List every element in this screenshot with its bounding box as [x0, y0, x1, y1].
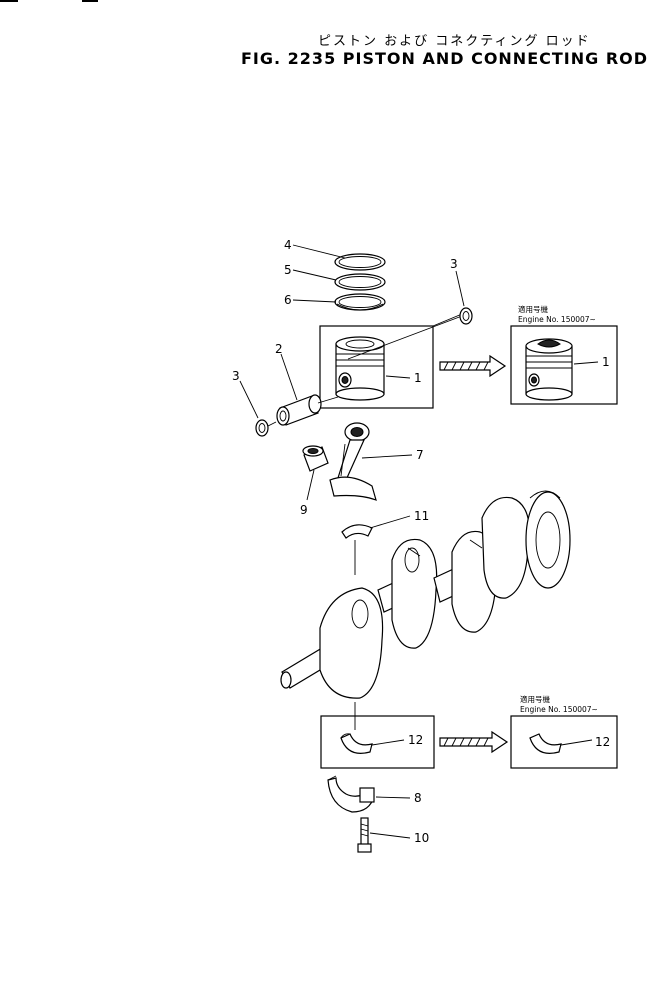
callout-2: 2 — [275, 342, 283, 356]
bearing-box — [320, 715, 435, 769]
callout-5: 5 — [284, 263, 292, 277]
leader-9 — [306, 469, 315, 501]
leader-ring-to-pin — [267, 421, 277, 427]
callout-3-right: 3 — [450, 257, 458, 271]
connecting-rod-bearing-upper[interactable] — [341, 524, 373, 539]
callout-8: 8 — [414, 791, 422, 805]
leader-10 — [369, 832, 411, 839]
callout-9: 9 — [300, 503, 308, 517]
applicable-note-bottom-jp: 適用号機 — [520, 694, 550, 704]
leader-pin-to-piston — [317, 396, 339, 404]
figure-title-japanese: ピストン および コネクティング ロッド — [318, 34, 591, 49]
callout-11: 11 — [414, 509, 429, 523]
snap-ring-3-left[interactable] — [255, 419, 269, 437]
connecting-rod-cap[interactable] — [327, 775, 375, 813]
applicable-note-top-jp: 適用号機 — [518, 304, 548, 314]
parts-diagram: 適用号機 Engine No. 150007~ — [232, 238, 618, 853]
leader-12-new — [560, 739, 593, 746]
applicable-note-bottom-en: Engine No. 150007~ — [520, 705, 598, 714]
leader-1 — [385, 375, 411, 379]
corner-mark-left — [0, 0, 18, 2]
leader-4 — [292, 244, 346, 259]
main-bearing-12[interactable] — [340, 733, 373, 754]
callout-10: 10 — [414, 831, 429, 845]
connecting-rod-bolt[interactable] — [357, 817, 372, 853]
piston-pin[interactable] — [276, 394, 322, 426]
piston-box-new — [510, 325, 618, 405]
upgrade-arrow-bottom — [439, 730, 509, 754]
leader-12 — [371, 739, 405, 746]
leader-7 — [361, 454, 413, 459]
small-end-bushing[interactable] — [302, 445, 329, 472]
leader-5 — [292, 269, 337, 281]
piston-ring-4[interactable] — [334, 253, 386, 271]
leader-box-to-ring — [432, 313, 463, 327]
snap-ring-3-right[interactable] — [459, 307, 473, 325]
leader-2 — [280, 353, 298, 401]
upgrade-arrow-top — [439, 354, 507, 378]
callout-12-new: 12 — [595, 735, 610, 749]
leader-6 — [292, 299, 337, 303]
callout-1: 1 — [414, 371, 422, 385]
callout-7: 7 — [416, 448, 424, 462]
figure-title: FIG. 2235 PISTON AND CONNECTING ROD — [241, 49, 648, 68]
piston[interactable] — [335, 336, 385, 401]
applicable-note-top-en: Engine No. 150007~ — [518, 315, 596, 324]
leader-1-new — [573, 361, 599, 365]
callout-6: 6 — [284, 293, 292, 307]
main-bearing-12-new[interactable] — [529, 733, 562, 754]
piston-ring-6[interactable] — [334, 293, 386, 311]
leader-3-left — [239, 380, 259, 419]
piston-box — [319, 325, 434, 409]
callout-1-new: 1 — [602, 355, 610, 369]
crankshaft — [280, 490, 571, 699]
callout-4: 4 — [284, 238, 292, 252]
leader-pin-axis — [347, 315, 463, 360]
callout-12: 12 — [408, 733, 423, 747]
piston-new[interactable] — [525, 338, 573, 401]
piston-ring-5[interactable] — [334, 273, 386, 291]
callout-3-left: 3 — [232, 369, 240, 383]
leader-11 — [369, 515, 411, 529]
leader-3-right — [455, 270, 465, 307]
bearing-box-new — [510, 715, 618, 769]
leader-8 — [375, 796, 411, 799]
connecting-rod[interactable] — [329, 422, 377, 501]
corner-mark-right — [82, 0, 98, 2]
